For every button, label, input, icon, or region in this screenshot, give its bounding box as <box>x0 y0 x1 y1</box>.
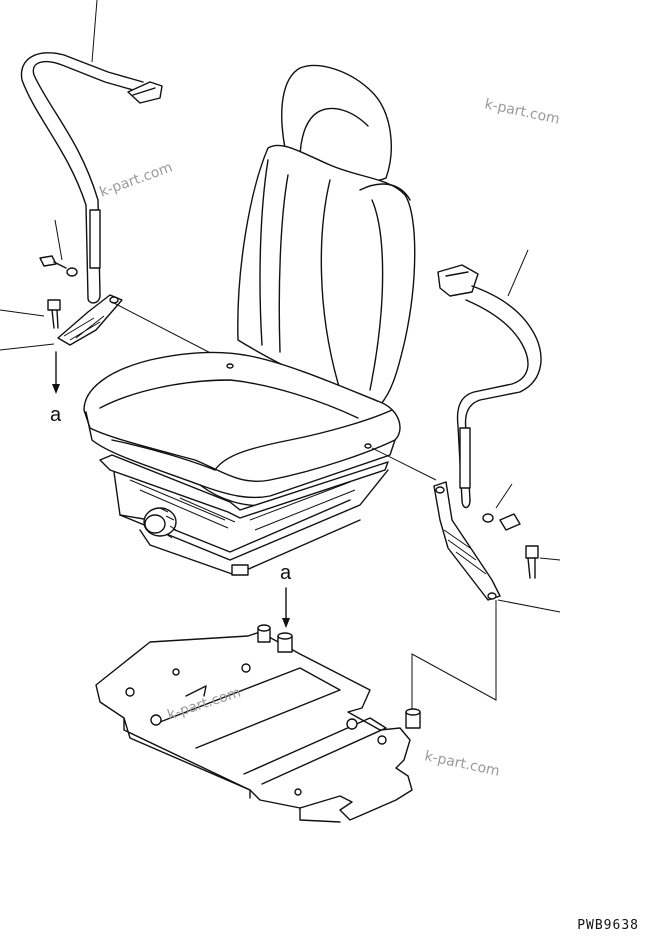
view-a-callout-center: a <box>280 562 292 584</box>
operator-seat <box>83 64 416 576</box>
right-seat-belt <box>411 249 561 712</box>
seat-mounting-plate <box>95 624 421 823</box>
drawing-code: PWB9638 <box>577 918 639 933</box>
view-a-callout-left: a <box>50 404 62 426</box>
left-seat-belt <box>0 0 163 394</box>
